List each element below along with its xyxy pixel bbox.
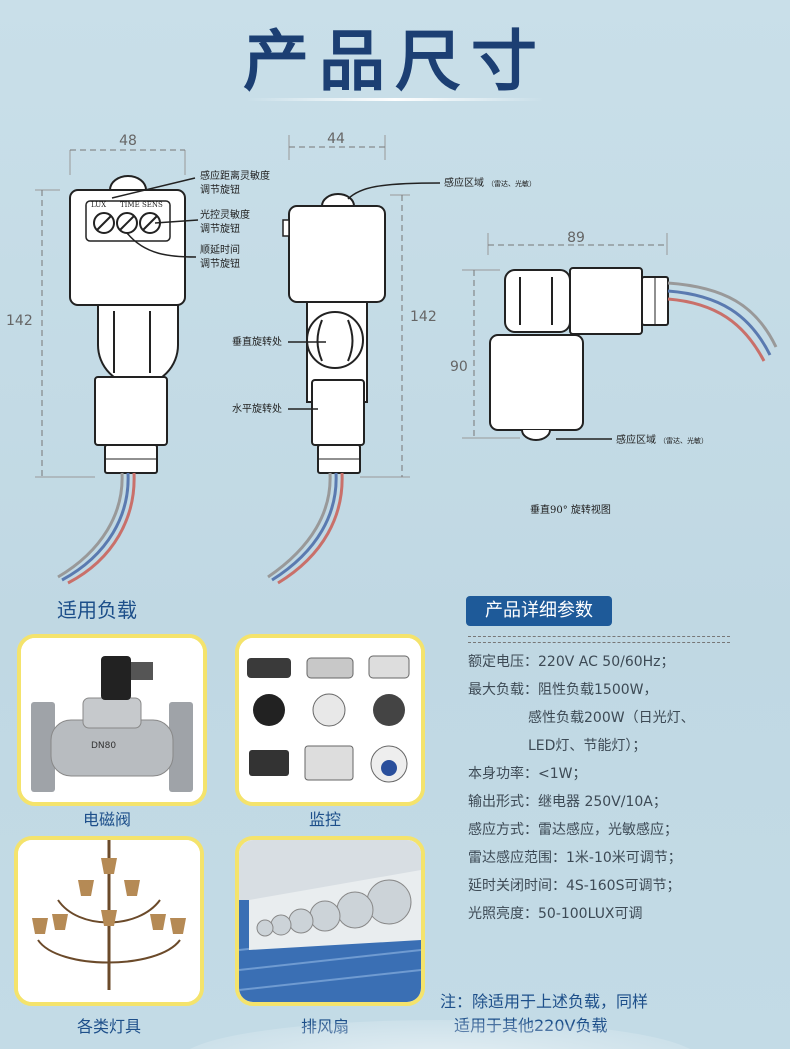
load-label-solenoid-valve: 电磁阀 — [82, 810, 131, 829]
rotated-view-caption: 垂直90° 旋转视图 — [530, 503, 611, 516]
annotation-light-knob-1: 光控灵敏度 — [200, 208, 250, 221]
solenoid-valve-image: DN80 — [21, 638, 203, 802]
exhaust-fans-image — [239, 840, 421, 1002]
annotation-sensing-area-top: 感应区域（雷达、光敏） — [444, 176, 536, 189]
dim-side-width: 44 — [327, 131, 345, 147]
load-label-monitoring: 监控 — [308, 810, 341, 829]
chandelier-image — [18, 840, 200, 1002]
annotation-horizontal-rotate: 水平旋转处 — [232, 402, 282, 415]
sens-label: SENS — [142, 201, 163, 209]
spec-line: 延时关闭时间：4S-160S可调节； — [468, 878, 681, 894]
dim-rotated-width: 89 — [567, 230, 585, 246]
front-view — [35, 149, 199, 585]
page-title: 产品尺寸 — [243, 23, 547, 100]
annotation-light-knob-2: 调节旋钮 — [200, 222, 240, 235]
spec-line: 雷达感应范围：1米-10米可调节； — [468, 850, 682, 866]
dim-side-height: 142 — [410, 309, 437, 325]
specs-divider-1 — [468, 636, 730, 637]
spec-line: 本身功率：<1W； — [468, 766, 587, 782]
load-card-monitoring — [235, 634, 425, 806]
spec-line: 感应方式：雷达感应，光敏感应； — [468, 822, 678, 838]
dim-front-width: 48 — [119, 133, 137, 149]
annotation-vertical-rotate: 垂直旋转处 — [232, 335, 282, 348]
spec-line: 感性负载200W（日光灯、 — [528, 710, 695, 726]
spec-line: 光照亮度：50-100LUX可调 — [468, 906, 643, 922]
specs-divider-2 — [468, 642, 730, 643]
specs-heading: 产品详细参数 — [466, 596, 612, 626]
annotation-sensing-area-bottom: 感应区域（雷达、光敏） — [616, 433, 708, 446]
loads-heading: 适用负载 — [57, 598, 137, 622]
dim-front-height: 142 — [6, 313, 33, 329]
annotation-delay-knob-2: 调节旋钮 — [200, 257, 240, 270]
dimension-drawing: 48 142 LUX TIME SENS 感应距离灵敏度 调节旋钮 光控灵敏度 … — [6, 131, 778, 585]
rotated-view — [462, 233, 778, 441]
spec-line: LED灯、节能灯）； — [528, 738, 647, 754]
spec-line: 输出形式：继电器 250V/10A； — [468, 794, 667, 810]
spec-line: 最大负载：阻性负载1500W， — [468, 682, 658, 698]
title-underline — [245, 98, 545, 101]
side-view — [267, 135, 441, 585]
load-label-lamps: 各类灯具 — [76, 1017, 141, 1036]
annotation-distance-knob-2: 调节旋钮 — [200, 183, 240, 196]
lux-label: LUX — [91, 201, 106, 209]
annotation-delay-knob-1: 顺延时间 — [200, 243, 240, 256]
note-line-1: 注：除适用于上述负载，同样 — [440, 992, 649, 1011]
svg-text:DN80: DN80 — [91, 741, 116, 751]
cctv-cameras-image — [239, 638, 421, 802]
load-card-solenoid-valve: DN80 — [17, 634, 207, 806]
load-card-exhaust-fans — [235, 836, 425, 1006]
spec-line: 额定电压：220V AC 50/60Hz； — [468, 654, 675, 670]
load-card-lamps — [14, 836, 204, 1006]
dim-rotated-height: 90 — [450, 359, 468, 375]
time-label: TIME — [120, 201, 140, 209]
annotation-distance-knob-1: 感应距离灵敏度 — [200, 169, 270, 182]
